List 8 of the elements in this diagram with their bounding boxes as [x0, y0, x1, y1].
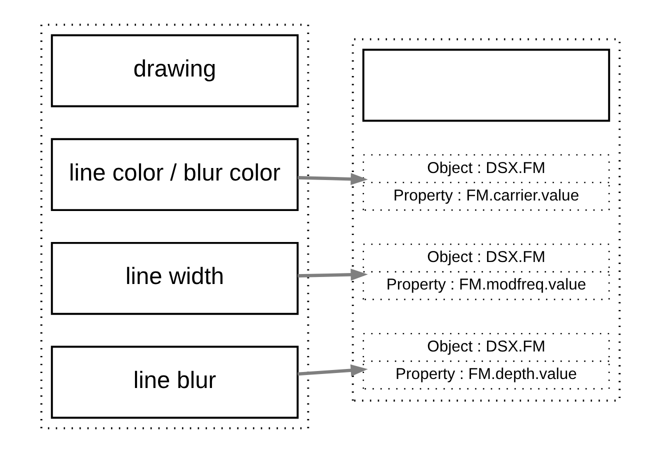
node-box — [362, 48, 610, 122]
arrow — [297, 268, 368, 280]
node-box: drawing — [50, 34, 298, 107]
cluster — [40, 23, 309, 429]
node-box: line blur — [50, 345, 298, 418]
node-box: line width — [50, 241, 298, 314]
node-box: line color / blur color — [50, 138, 298, 211]
arrow — [297, 364, 368, 376]
